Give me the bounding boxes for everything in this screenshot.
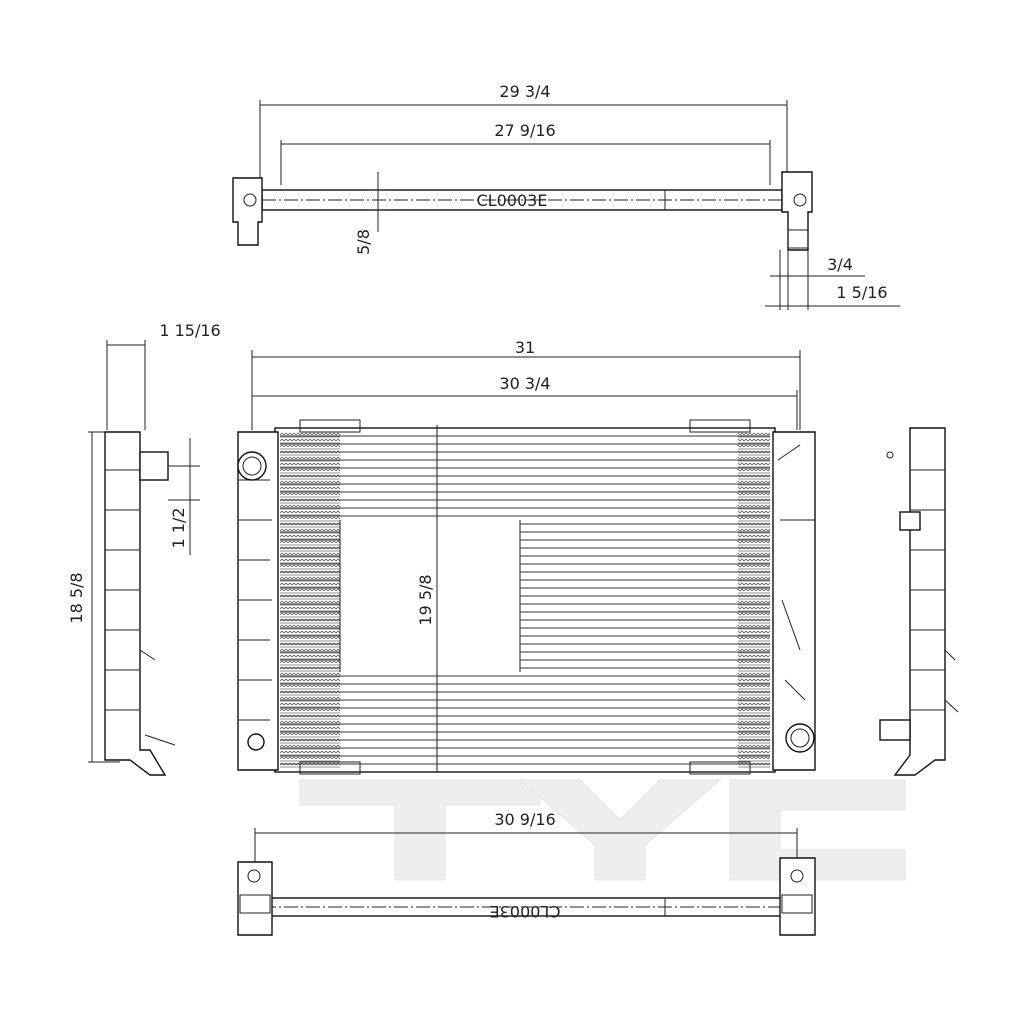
dim-inlet-offset: 1 1/2	[169, 507, 188, 548]
dim-side-depth: 1 15/16	[159, 321, 220, 340]
dim-bottom-overall: 30 9/16	[494, 810, 555, 829]
dim-side-height: 18 5/8	[67, 572, 86, 623]
left-side-view	[88, 340, 200, 776]
dim-top-height: 5/8	[354, 229, 373, 255]
dim-top-overall: 29 3/4	[499, 82, 550, 101]
bottom-view: CL0003E	[237, 828, 816, 936]
part-marking-bottom: CL0003E	[490, 902, 561, 921]
tyc-watermark	[299, 779, 906, 881]
dim-core-height: 19 5/8	[416, 574, 435, 625]
top-view: CL0003E	[232, 100, 900, 310]
dim-outlet-depth: 1 5/16	[836, 283, 887, 302]
right-side-view	[879, 427, 959, 776]
front-view	[237, 350, 816, 775]
dim-outlet-width: 3/4	[827, 255, 853, 274]
dim-top-inner: 27 9/16	[494, 121, 555, 140]
dim-front-overall: 31	[515, 338, 535, 357]
dim-front-inner: 30 3/4	[499, 374, 550, 393]
part-marking-top: CL0003E	[477, 191, 548, 210]
